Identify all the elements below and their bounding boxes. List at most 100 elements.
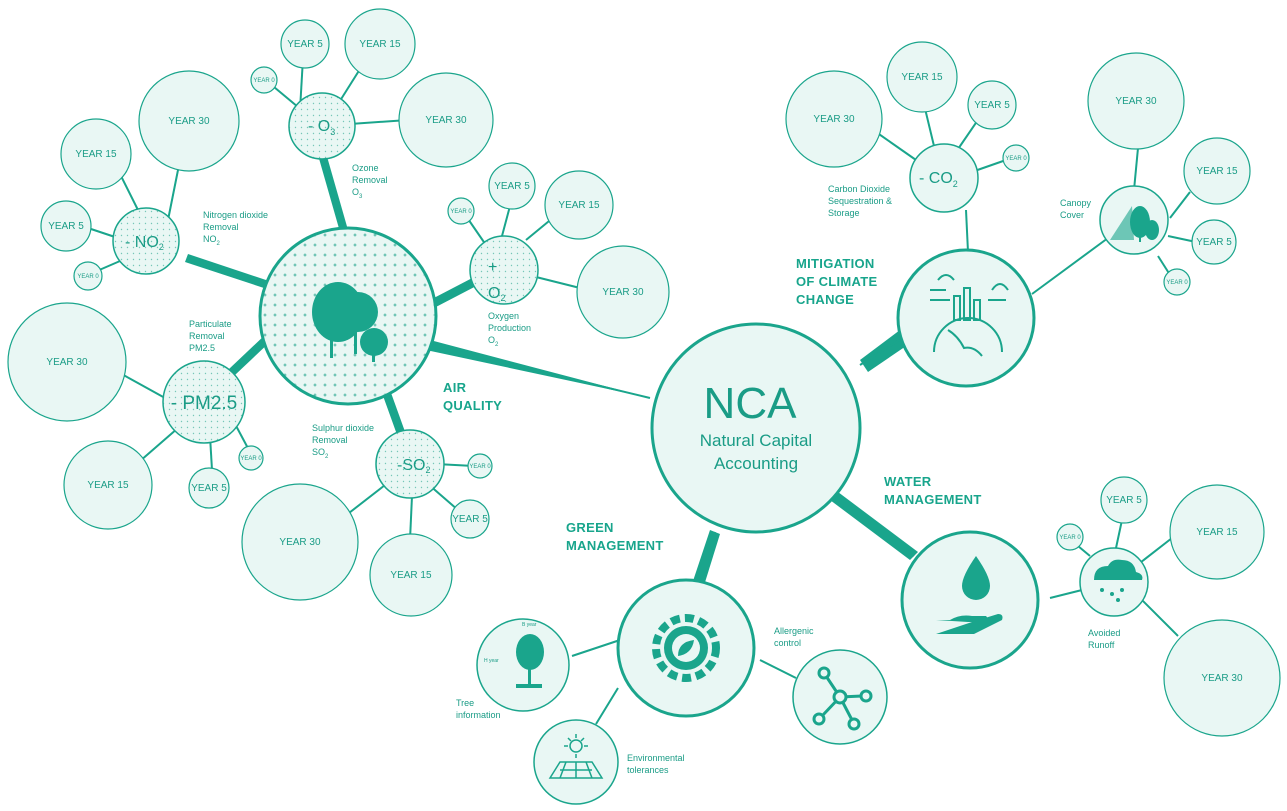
svg-text:YEAR 30: YEAR 30 (168, 116, 210, 127)
svg-text:YEAR 15: YEAR 15 (359, 39, 401, 50)
env-node: Environmental tolerances (533, 719, 685, 805)
svg-text:SO2: SO2 (312, 447, 329, 460)
svg-text:O2: O2 (488, 335, 499, 348)
branch-air-so2 (382, 390, 408, 443)
air-quality-hub (258, 226, 438, 406)
o3-years: YEAR 0 YEAR 5 YEAR 15 YEAR 30 (250, 8, 494, 168)
svg-text:YEAR 0: YEAR 0 (77, 274, 99, 280)
canopy-years: YEAR 30 YEAR 15 YEAR 5 YEAR 0 (1087, 52, 1251, 296)
nca-abbr: NCA (704, 379, 798, 428)
svg-text:Avoided: Avoided (1088, 628, 1120, 638)
air-quality-label-1: AIR (443, 380, 467, 395)
green-label-1: GREEN (566, 520, 614, 535)
branch-air-pm (229, 334, 272, 375)
so2-years: YEAR 0 YEAR 5 YEAR 15 YEAR 30 (241, 453, 493, 617)
svg-text:YEAR 5: YEAR 5 (452, 514, 488, 525)
co2-years: YEAR 30 YEAR 15 YEAR 5 YEAR 0 (785, 41, 1030, 172)
svg-text:B year: B year (522, 622, 537, 628)
svg-text:Particulate: Particulate (189, 319, 232, 329)
svg-text:YEAR 5: YEAR 5 (494, 181, 530, 192)
svg-text:YEAR 5: YEAR 5 (191, 483, 227, 494)
svg-text:YEAR 15: YEAR 15 (87, 480, 129, 491)
mitigation-label-2: OF CLIMATE (796, 274, 877, 289)
water-label-2: MANAGEMENT (884, 492, 982, 507)
no2-node: - NO2 Nitrogen dioxide Removal NO2 (112, 207, 268, 275)
svg-text:YEAR 30: YEAR 30 (279, 537, 321, 548)
svg-text:YEAR 15: YEAR 15 (558, 200, 600, 211)
nca-hub: NCA Natural Capital Accounting (650, 322, 862, 534)
svg-text:Oxygen: Oxygen (488, 311, 519, 321)
svg-text:-SO2: -SO2 (397, 457, 430, 475)
svg-text:YEAR 5: YEAR 5 (287, 39, 323, 50)
tree-icon (312, 282, 388, 362)
so2-node: -SO2 Sulphur dioxide Removal SO2 (312, 423, 445, 499)
tree-measure-icon: B year H year (484, 622, 544, 688)
svg-text:YEAR 0: YEAR 0 (1166, 280, 1188, 286)
svg-text:YEAR 0: YEAR 0 (240, 456, 262, 462)
pm-years: YEAR 30 YEAR 15 YEAR 5 YEAR 0 (7, 302, 264, 530)
svg-text:Removal: Removal (189, 331, 225, 341)
svg-text:YEAR 30: YEAR 30 (1115, 96, 1157, 107)
nca-line1: Natural Capital (700, 431, 812, 450)
svg-text:Storage: Storage (828, 208, 860, 218)
mitigation-hub (896, 248, 1036, 388)
o2-years: YEAR 0 YEAR 5 YEAR 15 YEAR 30 (447, 162, 670, 339)
svg-text:Removal: Removal (203, 222, 239, 232)
svg-text:Canopy: Canopy (1060, 198, 1092, 208)
svg-text:tolerances: tolerances (627, 765, 669, 775)
no2-years: YEAR 0 YEAR 5 YEAR 15 YEAR 30 (40, 70, 240, 291)
svg-text:YEAR 15: YEAR 15 (75, 149, 117, 160)
svg-text:Removal: Removal (352, 175, 388, 185)
canopy-node: Canopy Cover (1060, 185, 1169, 255)
svg-text:Production: Production (488, 323, 531, 333)
svg-text:YEAR 5: YEAR 5 (1196, 237, 1232, 248)
twig-lines (75, 49, 1197, 725)
svg-text:O2: O2 (488, 285, 505, 303)
branch-air-o2 (430, 275, 482, 308)
svg-text:YEAR 0: YEAR 0 (1005, 156, 1027, 162)
svg-text:O3: O3 (352, 187, 363, 200)
co2-node: - CO2 Carbon Dioxide Sequestration & Sto… (828, 143, 979, 218)
svg-text:control: control (774, 638, 801, 648)
svg-text:Nitrogen dioxide: Nitrogen dioxide (203, 210, 268, 220)
mitigation-label-3: CHANGE (796, 292, 854, 307)
svg-text:+: + (488, 259, 497, 276)
svg-text:YEAR 0: YEAR 0 (253, 78, 275, 84)
runoff-node: Avoided Runoff (1079, 547, 1149, 650)
svg-text:YEAR 30: YEAR 30 (1201, 673, 1243, 684)
svg-text:YEAR 5: YEAR 5 (1106, 495, 1142, 506)
section-labels: AIR QUALITY MITIGATION OF CLIMATE CHANGE… (443, 256, 982, 553)
svg-text:Environmental: Environmental (627, 753, 685, 763)
svg-text:YEAR 30: YEAR 30 (813, 114, 855, 125)
svg-text:YEAR 15: YEAR 15 (901, 72, 943, 83)
o2-node: + O2 Oxygen Production O2 (469, 235, 539, 348)
molecule-icon (812, 666, 873, 731)
air-quality-label-2: QUALITY (443, 398, 502, 413)
gear-leaf-icon (652, 614, 720, 682)
mitigation-label-1: MITIGATION (796, 256, 875, 271)
tree-info-node: B year H year Tree information (456, 618, 570, 720)
svg-text:- CO2: - CO2 (919, 170, 958, 189)
svg-text:YEAR 30: YEAR 30 (46, 357, 88, 368)
svg-text:YEAR 0: YEAR 0 (1059, 535, 1081, 541)
svg-text:YEAR 30: YEAR 30 (425, 115, 467, 126)
svg-text:information: information (456, 710, 501, 720)
nca-circle (650, 322, 862, 534)
svg-text:Allergenic: Allergenic (774, 626, 814, 636)
svg-text:YEAR 15: YEAR 15 (1196, 166, 1238, 177)
svg-text:YEAR 30: YEAR 30 (602, 287, 644, 298)
svg-text:Ozone: Ozone (352, 163, 379, 173)
svg-text:YEAR 15: YEAR 15 (390, 570, 432, 581)
earth-factory-icon (930, 274, 1009, 357)
green-hub (616, 578, 756, 718)
svg-text:- O3: - O3 (308, 118, 335, 137)
sun-grid-icon (548, 734, 604, 779)
svg-text:PM2.5: PM2.5 (189, 343, 215, 353)
branch-air-o3 (318, 153, 348, 232)
pm-node: - PM2.5 Particulate Removal PM2.5 (162, 319, 246, 444)
svg-text:YEAR 5: YEAR 5 (974, 100, 1010, 111)
nca-line2: Accounting (714, 454, 798, 473)
o3-node: - O3 Ozone Removal O3 (288, 92, 388, 200)
water-label-1: WATER (884, 474, 932, 489)
